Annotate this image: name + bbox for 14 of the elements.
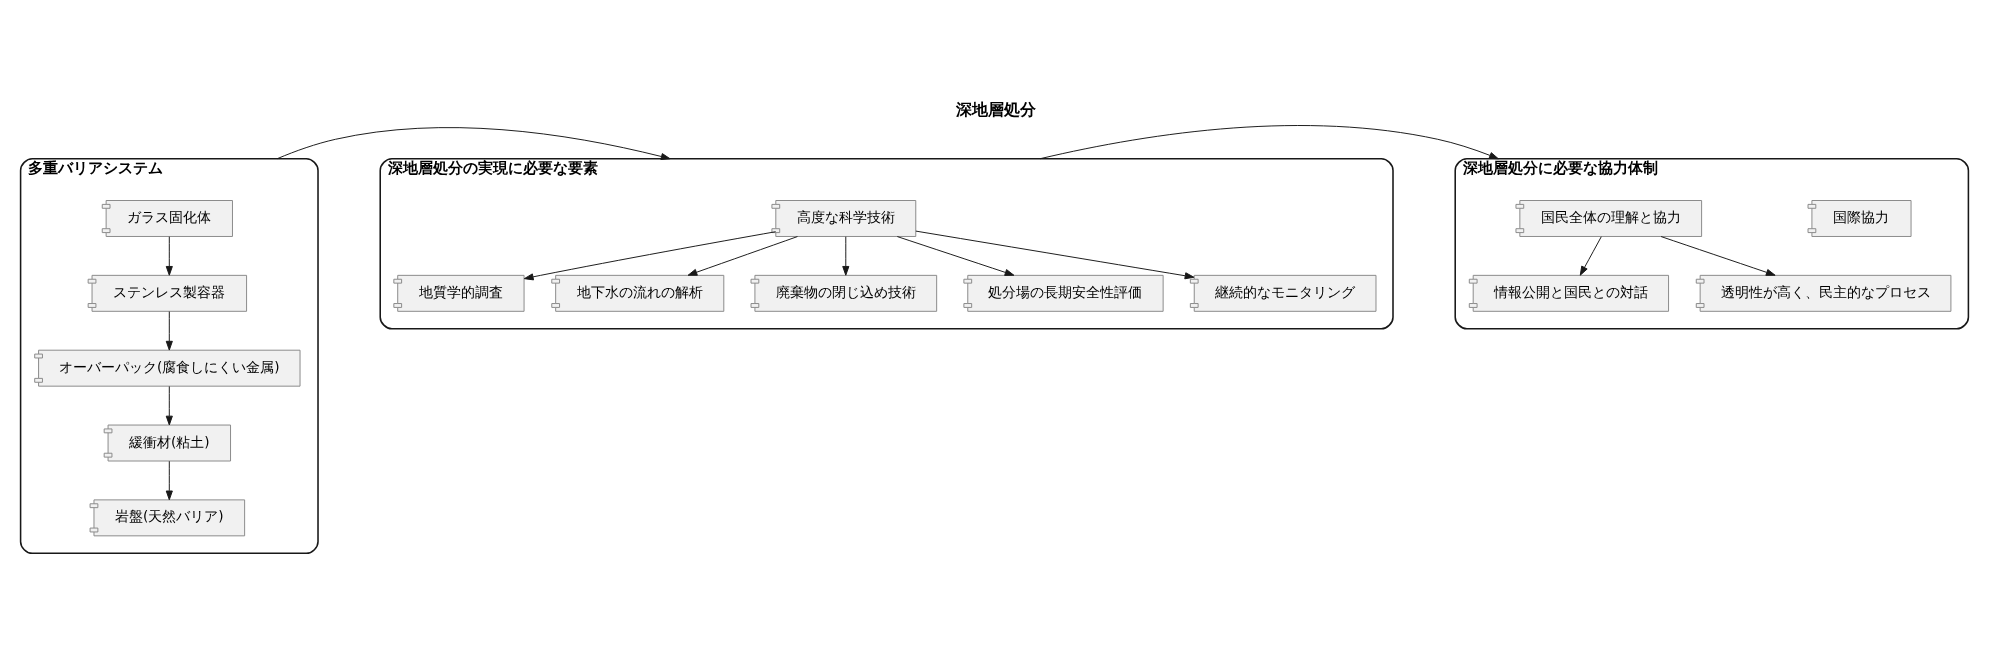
arrow <box>276 126 671 160</box>
arrow <box>1579 235 1602 276</box>
arrow <box>1039 124 1499 159</box>
arrow <box>896 235 1015 276</box>
diagram-title: 深地層処分 <box>956 100 1037 119</box>
arrow <box>915 230 1195 279</box>
arrow <box>165 385 173 425</box>
arrow <box>687 235 798 276</box>
arrow <box>523 230 777 280</box>
arrow <box>1660 235 1776 276</box>
arrow <box>165 235 173 276</box>
arrow <box>165 460 173 500</box>
arrow <box>842 235 850 276</box>
arrow <box>165 310 173 351</box>
